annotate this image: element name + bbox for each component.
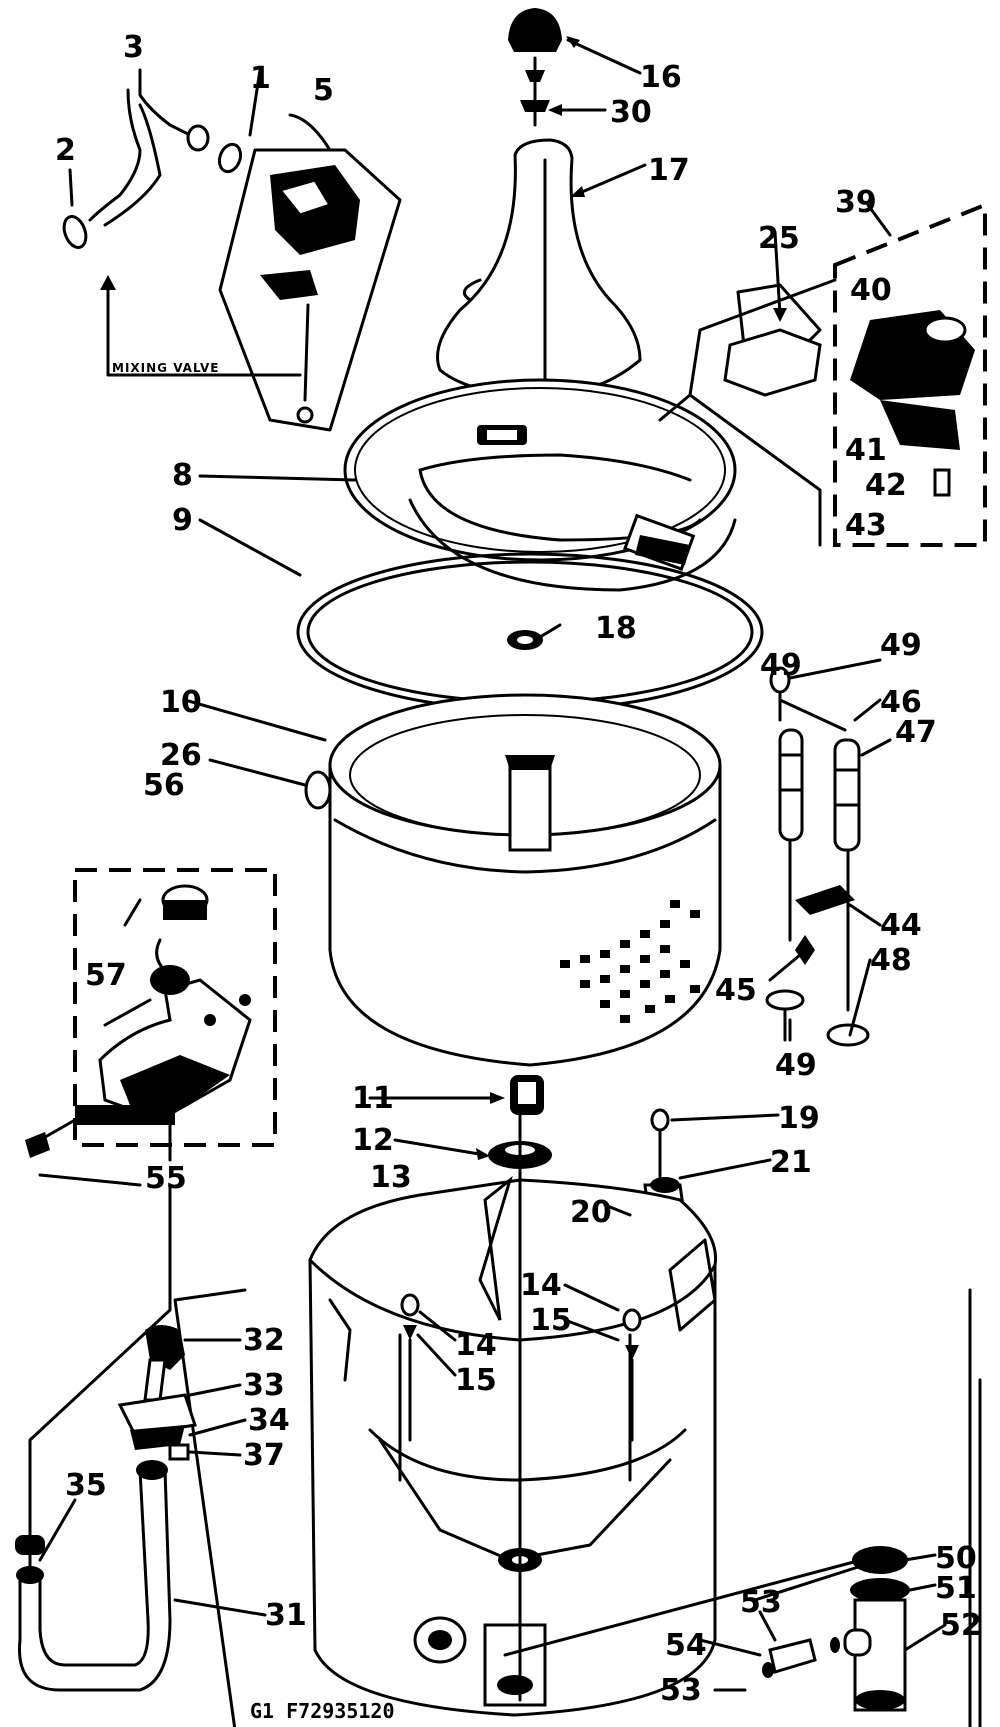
label-49-small: 49 <box>760 648 802 683</box>
label-18: 18 <box>595 611 637 646</box>
label-46: 46 <box>880 685 922 720</box>
label-34: 34 <box>248 1403 290 1438</box>
mixing-valve-5 <box>100 113 402 432</box>
footer-code: G1 F72935120 <box>250 1699 395 1723</box>
label-53-top: 53 <box>740 1585 782 1620</box>
fittings-32-37 <box>117 1325 197 1461</box>
label-16: 16 <box>640 60 682 95</box>
label-37: 37 <box>243 1438 285 1473</box>
label-31: 31 <box>265 1598 307 1633</box>
label-42: 42 <box>865 468 907 503</box>
pump-group-56 <box>73 868 277 1162</box>
label-57: 57 <box>85 958 127 993</box>
agitator-bolt-30 <box>520 56 550 127</box>
label-14-right: 14 <box>520 1268 562 1303</box>
label-15-right: 15 <box>530 1303 572 1338</box>
label-9: 9 <box>172 503 193 538</box>
label-25: 25 <box>758 221 800 256</box>
label-45: 45 <box>715 973 757 1008</box>
label-49-bottom: 49 <box>775 1048 817 1083</box>
label-35: 35 <box>65 1468 107 1503</box>
label-5: 5 <box>313 73 334 108</box>
label-44: 44 <box>880 908 922 943</box>
label-14-left: 14 <box>455 1328 497 1363</box>
tub-ring-8 <box>343 378 737 592</box>
label-8: 8 <box>172 458 193 493</box>
label-41: 41 <box>845 433 887 468</box>
label-52: 52 <box>940 1608 982 1643</box>
part-labels: 1 2 3 5 8 9 10 11 12 13 14 14 15 15 16 1… <box>55 30 982 1723</box>
label-21: 21 <box>770 1145 812 1180</box>
leader-lines <box>38 36 947 1692</box>
label-15-left: 15 <box>455 1363 497 1398</box>
label-54: 54 <box>665 1628 707 1663</box>
hose-31 <box>15 1183 247 1727</box>
label-53-bottom: 53 <box>660 1673 702 1708</box>
seal-18 <box>507 630 543 650</box>
hose-3 <box>88 68 210 227</box>
label-40: 40 <box>850 273 892 308</box>
washer-2 <box>62 168 88 249</box>
fitting-26 <box>304 770 332 810</box>
seal-11 <box>510 1075 544 1115</box>
label-56: 56 <box>143 768 185 803</box>
label-1: 1 <box>250 61 271 96</box>
label-43: 43 <box>845 508 887 543</box>
label-20: 20 <box>570 1195 612 1230</box>
label-17: 17 <box>648 153 690 188</box>
label-51: 51 <box>935 1571 977 1606</box>
label-2: 2 <box>55 133 76 168</box>
label-33: 33 <box>243 1368 285 1403</box>
label-49-top: 49 <box>880 628 922 663</box>
valve-25 <box>723 328 822 397</box>
outer-tub-13 <box>308 1108 718 1717</box>
label-13: 13 <box>370 1160 412 1195</box>
screw-55 <box>25 1118 142 1187</box>
label-32: 32 <box>243 1323 285 1358</box>
washer-1 <box>217 68 262 174</box>
basket-10 <box>328 693 722 1067</box>
label-10: 10 <box>160 685 202 720</box>
label-19: 19 <box>778 1101 820 1136</box>
agitator-17 <box>436 138 642 397</box>
dispenser-group-39 <box>658 202 987 547</box>
agitator-cap-16 <box>508 8 562 52</box>
label-39: 39 <box>835 185 877 220</box>
label-55: 55 <box>145 1161 187 1196</box>
label-48: 48 <box>870 943 912 978</box>
screws-14-15 <box>400 1293 642 1442</box>
label-47: 47 <box>895 715 937 750</box>
parts-50-54 <box>503 1288 982 1727</box>
label-12: 12 <box>352 1123 394 1158</box>
label-30: 30 <box>610 95 652 130</box>
label-26: 26 <box>160 738 202 773</box>
spring-parts-44-49 <box>765 666 870 1047</box>
label-50: 50 <box>935 1541 977 1576</box>
label-11: 11 <box>352 1081 394 1116</box>
mixing-valve-label: MIXING VALVE <box>112 361 219 375</box>
label-3: 3 <box>123 30 144 65</box>
